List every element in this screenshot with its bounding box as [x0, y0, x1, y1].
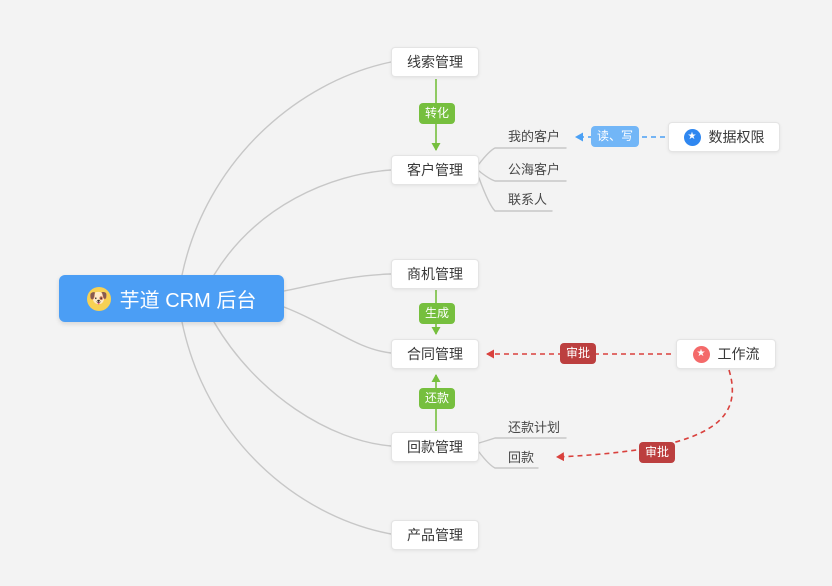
leaf-contacts: 联系人: [508, 192, 548, 207]
data-permission-label: 数据权限: [708, 129, 765, 145]
badge-read-write: 读、写: [591, 126, 640, 147]
badge-repay: 还款: [419, 388, 456, 409]
leaf-repayment-plan: 还款计划: [508, 420, 561, 435]
node-opportunity-management: 商机管理: [391, 259, 479, 289]
root-node-crm-backend: 🐶 芋道 CRM 后台: [59, 275, 284, 322]
node-product-management: 产品管理: [391, 520, 479, 550]
node-receivable-management: 回款管理: [391, 432, 479, 462]
leaf-receivable: 回款: [508, 450, 535, 465]
edge-receivables-to-repayment-plan: [478, 437, 567, 444]
node-contract-management: 合同管理: [391, 339, 479, 369]
edge-customers-to-public-customers: [478, 170, 567, 182]
edge-receivables-to-receivable: [478, 451, 539, 469]
edge-root-to-receivables: [213, 321, 392, 447]
arrow-workflow-approve-receivable: [556, 369, 734, 462]
badge-approve-receivable: 审批: [639, 442, 676, 463]
data-permission-star-icon: ★: [683, 128, 701, 146]
node-lead-management: 线索管理: [391, 47, 479, 77]
node-data-permission: ★ 数据权限: [668, 122, 780, 152]
edge-root-to-opportunity: [283, 273, 392, 292]
workflow-star-icon: ★: [692, 345, 710, 363]
badge-generate: 生成: [419, 303, 456, 324]
workflow-label: 工作流: [717, 346, 760, 362]
badge-approve-contract: 审批: [560, 343, 597, 364]
node-customer-management: 客户管理: [391, 155, 479, 185]
leaf-my-customers: 我的客户: [508, 129, 561, 144]
node-workflow: ★ 工作流: [676, 339, 776, 369]
dog-emoji-icon: 🐶: [86, 286, 111, 311]
edge-root-to-products: [181, 321, 392, 535]
edge-root-to-customers: [213, 169, 392, 276]
edge-customers-to-contacts: [478, 177, 553, 212]
root-node-label: 芋道 CRM 后台: [119, 290, 257, 312]
edge-root-to-contract: [283, 306, 392, 354]
edge-root-to-leads: [181, 61, 392, 276]
badge-convert: 转化: [419, 103, 456, 124]
edge-customers-to-my-customers: [478, 147, 567, 165]
leaf-public-customers: 公海客户: [508, 162, 561, 177]
